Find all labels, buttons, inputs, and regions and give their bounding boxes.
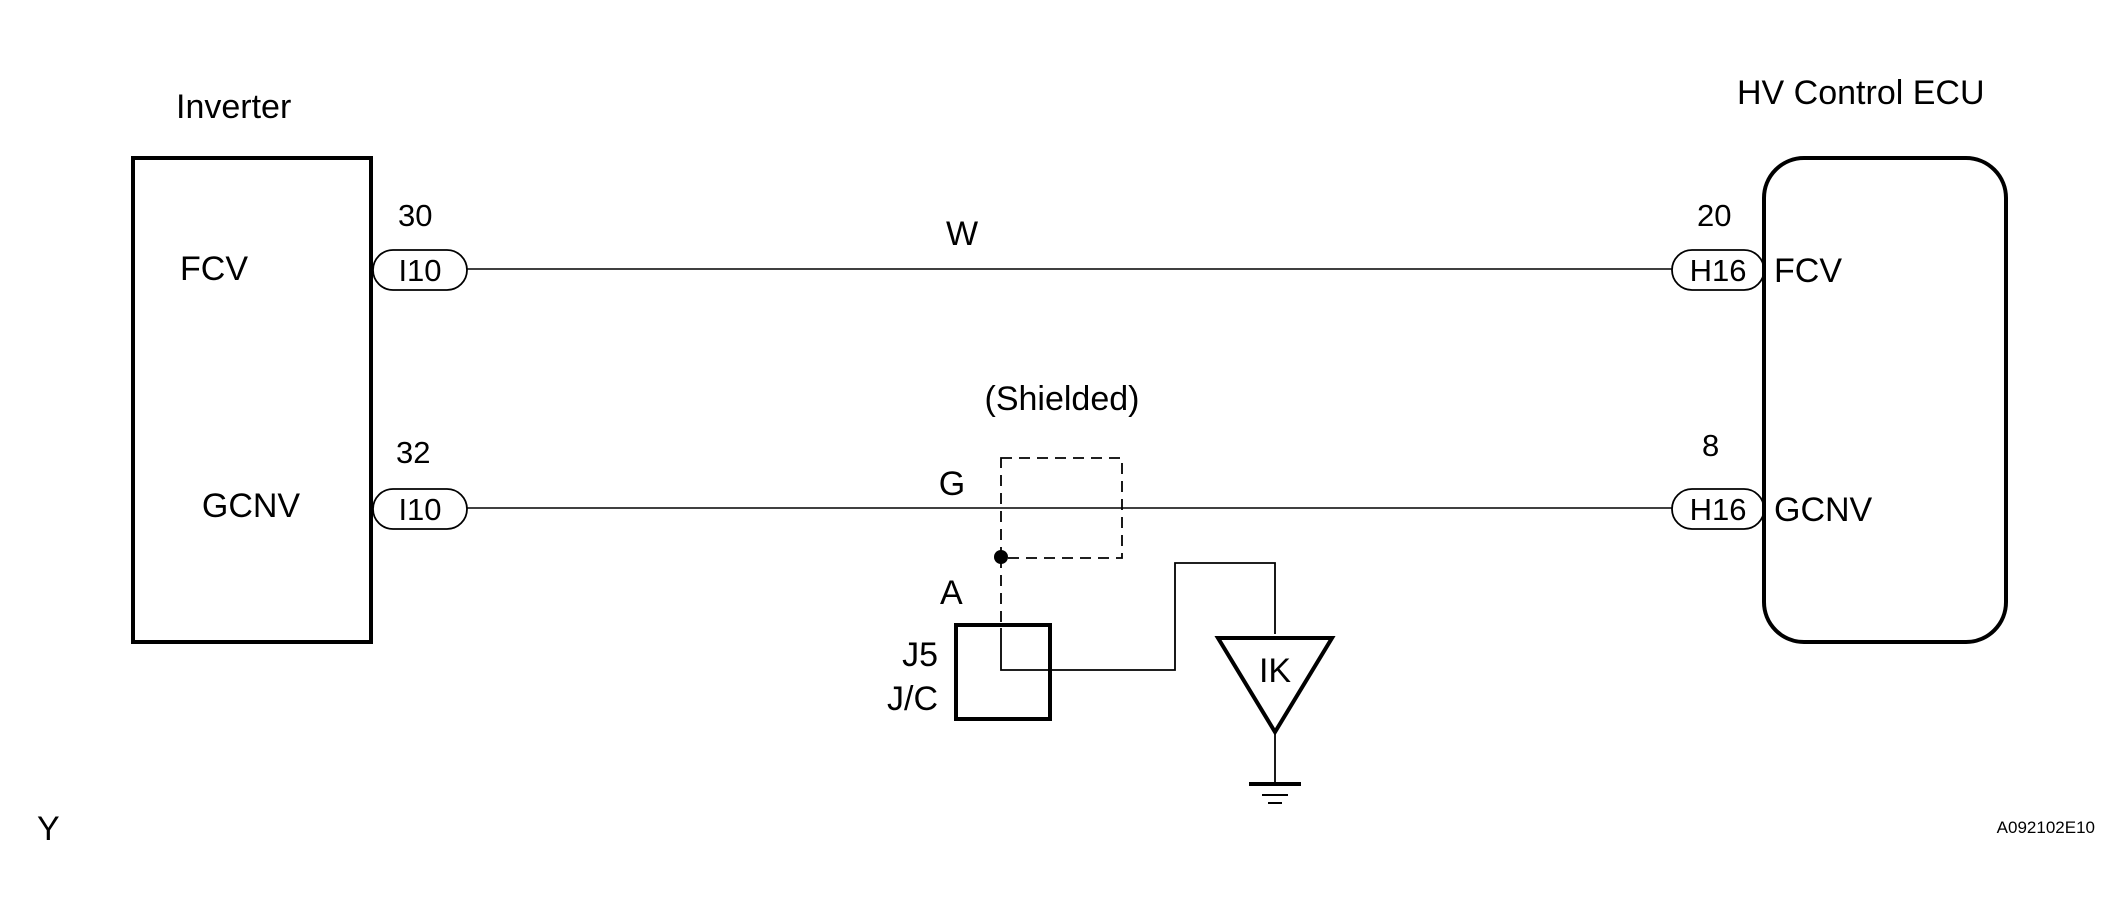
wire-fcv: FCV 30 I10 W H16 20 FCV <box>180 198 1842 291</box>
ecu-pin-8: 8 <box>1702 428 1719 463</box>
connector-i10-fcv-label: I10 <box>398 253 441 288</box>
junction-terminal-label: A <box>940 574 963 612</box>
ecu-terminal-fcv-label: FCV <box>1774 252 1842 290</box>
connector-h16-gcnv <box>1671 488 1765 530</box>
junction-connector-label: J5 <box>902 636 938 674</box>
wire-color-w: W <box>946 215 978 253</box>
connector-h16-fcv <box>1671 249 1765 291</box>
connector-i10-gcnv <box>372 488 468 530</box>
ground-point: IK <box>1214 636 1336 804</box>
inverter-component: Inverter <box>131 88 373 644</box>
ecu-pin-20: 20 <box>1697 198 1731 233</box>
shield: (Shielded) <box>985 380 1140 628</box>
ecu-component: HV Control ECU <box>1737 74 2008 644</box>
shield-dashed-box <box>1000 457 1123 559</box>
figure-reference: A092102E10 <box>1997 818 2095 837</box>
shield-label: (Shielded) <box>985 380 1140 418</box>
ecu-terminal-gcnv-label: GCNV <box>1774 491 1873 529</box>
junction-box <box>954 623 1052 721</box>
inverter-box <box>131 156 373 644</box>
ecu-box <box>1762 156 2008 644</box>
connector-i10-gcnv-label: I10 <box>398 492 441 527</box>
junction-type-label: J/C <box>887 680 938 718</box>
wire-color-g: G <box>939 465 965 503</box>
junction-connector: A J5 J/C <box>887 562 1276 721</box>
ecu-title: HV Control ECU <box>1737 74 1985 112</box>
footer-left-label: Y <box>37 810 60 848</box>
inverter-terminal-fcv-label: FCV <box>180 250 248 288</box>
inverter-terminal-gcnv-label: GCNV <box>202 487 301 525</box>
ground-triangle <box>1214 636 1336 736</box>
ground-label: IK <box>1259 652 1291 690</box>
connector-i10-fcv <box>372 249 468 291</box>
connector-h16-fcv-label: H16 <box>1690 253 1747 288</box>
inverter-pin-30: 30 <box>398 198 432 233</box>
inverter-title: Inverter <box>176 88 291 126</box>
wire-gcnv: GCNV 32 I10 G H16 8 GCNV <box>202 428 1873 530</box>
ground-wire <box>1000 562 1276 671</box>
connector-h16-gcnv-label: H16 <box>1690 492 1747 527</box>
inverter-pin-32: 32 <box>396 435 430 470</box>
